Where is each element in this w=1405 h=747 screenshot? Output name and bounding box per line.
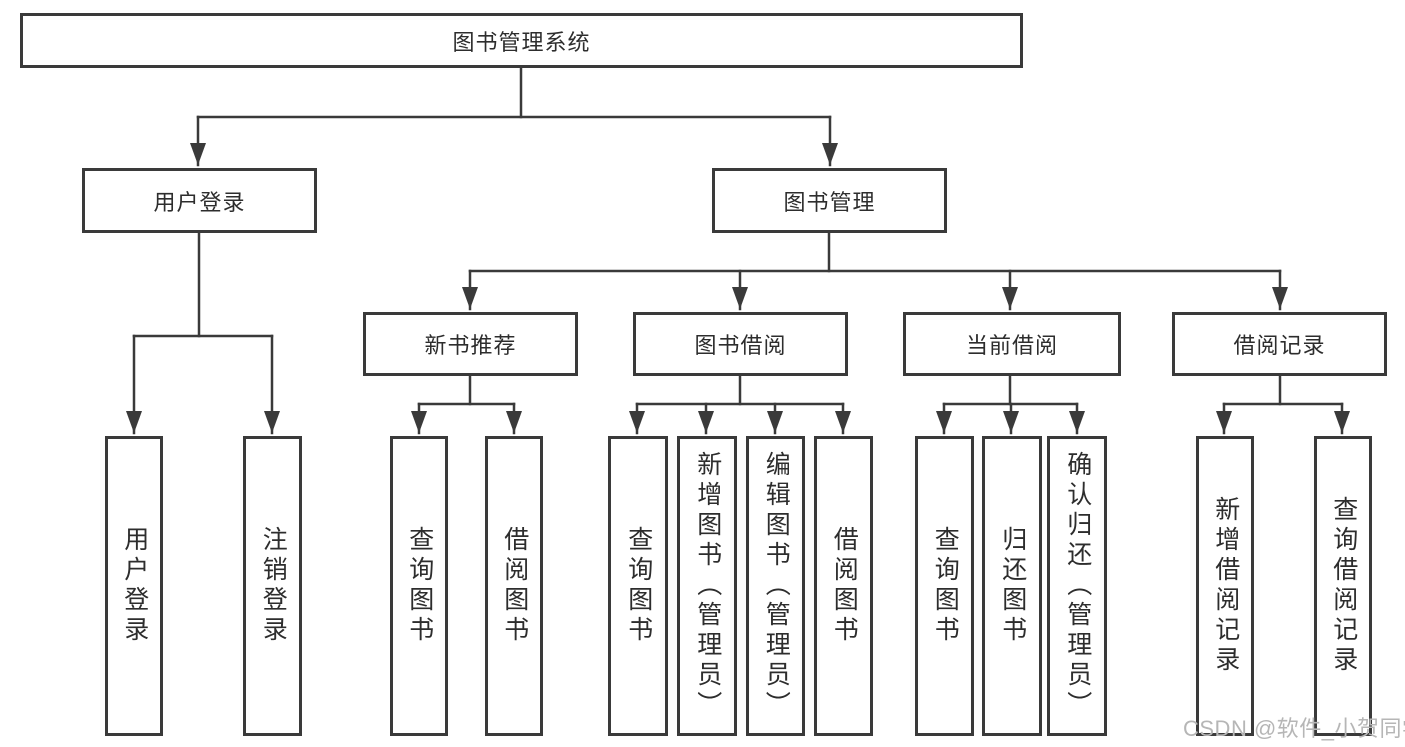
leaf-label: 编辑图书（管理员）: [762, 451, 791, 721]
node-current-borrowing: 当前借阅: [903, 312, 1121, 376]
leaf-user-login: 用户登录: [105, 436, 163, 736]
leaf-confirm-return-admin: 确认归还（管理员）: [1047, 436, 1107, 736]
leaf-edit-books-admin: 编辑图书（管理员）: [746, 436, 805, 736]
leaf-label: 查询借阅记录: [1329, 496, 1358, 676]
leaf-query-books-current: 查询图书: [915, 436, 974, 736]
node-borrowing-records: 借阅记录: [1172, 312, 1387, 376]
leaf-borrow-books-recommend: 借阅图书: [485, 436, 543, 736]
node-library-management-system: 图书管理系统: [20, 13, 1023, 68]
leaf-label: 查询图书: [405, 526, 434, 646]
leaf-label: 借阅图书: [500, 526, 529, 646]
node-new-book-recommendation: 新书推荐: [363, 312, 578, 376]
node-label: 图书管理系统: [452, 29, 591, 55]
leaf-label: 归还图书: [998, 526, 1027, 646]
node-label: 用户登录: [153, 189, 246, 215]
node-book-management: 图书管理: [712, 168, 947, 233]
node-user-login: 用户登录: [82, 168, 317, 233]
leaf-borrow-books: 借阅图书: [814, 436, 873, 736]
leaf-add-books-admin: 新增图书（管理员）: [677, 436, 737, 736]
leaf-query-books-recommend: 查询图书: [390, 436, 448, 736]
node-label: 新书推荐: [424, 333, 517, 358]
node-label: 当前借阅: [965, 333, 1058, 358]
leaf-label: 查询图书: [931, 526, 960, 646]
node-label: 图书管理: [783, 189, 876, 215]
node-book-borrowing: 图书借阅: [633, 312, 848, 376]
leaf-label: 借阅图书: [830, 526, 859, 646]
leaf-add-borrow-record: 新增借阅记录: [1196, 436, 1254, 736]
leaf-label: 新增图书（管理员）: [693, 451, 722, 721]
leaf-label: 用户登录: [120, 526, 149, 646]
leaf-logout: 注销登录: [243, 436, 302, 736]
leaf-query-borrow-record: 查询借阅记录: [1314, 436, 1372, 736]
node-label: 图书借阅: [694, 333, 787, 358]
leaf-label: 查询图书: [624, 526, 653, 646]
leaf-return-books: 归还图书: [982, 436, 1042, 736]
node-label: 借阅记录: [1233, 333, 1326, 358]
leaf-query-books-borrow: 查询图书: [608, 436, 668, 736]
leaf-label: 新增借阅记录: [1211, 496, 1240, 676]
leaf-label: 确认归还（管理员）: [1063, 451, 1092, 721]
leaf-label: 注销登录: [259, 526, 288, 646]
